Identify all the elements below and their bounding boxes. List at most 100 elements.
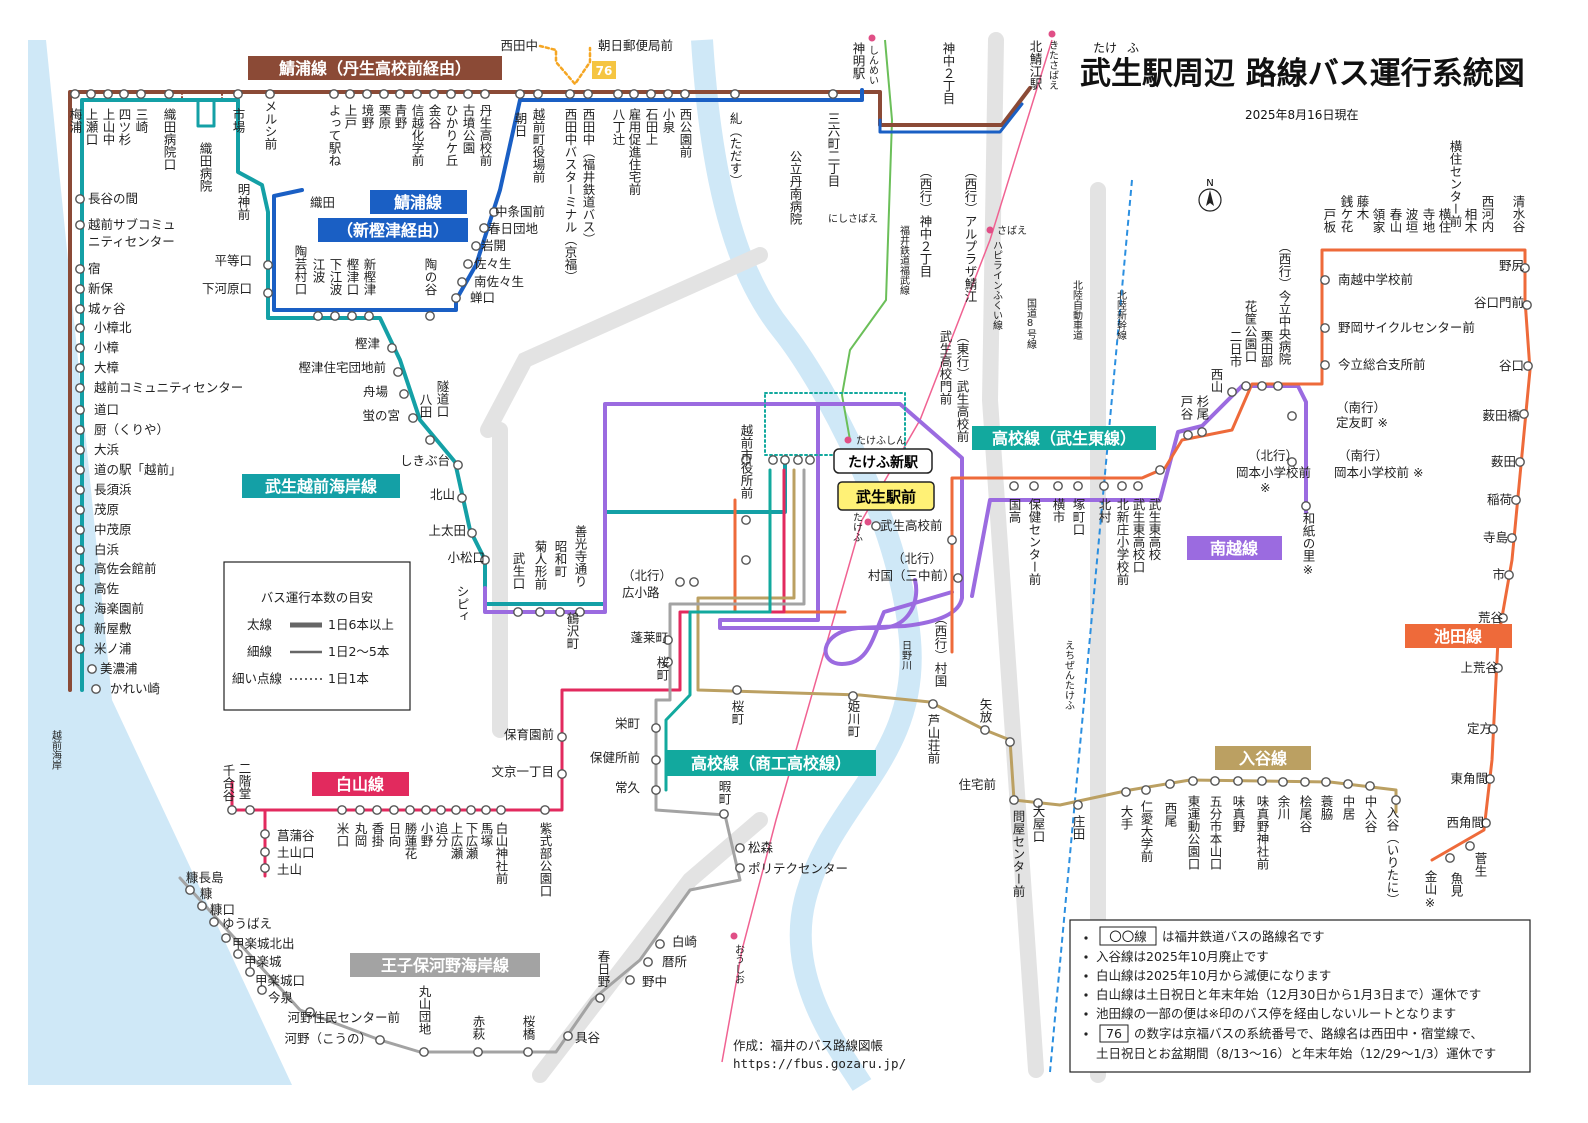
bus-stop-marker[interactable] [1121, 787, 1131, 797]
bus-stop-marker[interactable] [730, 89, 740, 99]
bus-stop-marker[interactable] [345, 89, 355, 99]
bus-stop-marker[interactable] [651, 755, 661, 765]
bus-stop-marker[interactable] [75, 505, 85, 515]
bus-stop-marker[interactable] [871, 521, 881, 531]
route-label-nanetsu[interactable]: 南越線 [1187, 536, 1282, 560]
bus-stop-marker[interactable] [245, 805, 255, 815]
route-label-hakusan[interactable]: 白山線 [312, 772, 409, 796]
bus-stop-marker[interactable] [1029, 481, 1039, 491]
bus-stop-marker[interactable] [928, 699, 938, 709]
route-label-ouji[interactable]: 王子保河野海岸線 [350, 953, 540, 977]
bus-stop-marker[interactable] [793, 455, 803, 465]
bus-stop-marker[interactable] [389, 805, 399, 815]
bus-stop-marker[interactable] [75, 445, 85, 455]
bus-stop-marker[interactable] [471, 241, 481, 251]
bus-stop-marker[interactable] [533, 89, 543, 99]
bus-stop-marker[interactable] [75, 343, 85, 353]
bus-stop-marker[interactable] [75, 383, 85, 393]
bus-stop-marker[interactable] [1287, 457, 1297, 467]
bus-stop-marker[interactable] [828, 89, 838, 99]
bus-stop-marker[interactable] [535, 607, 545, 617]
bus-stop-marker[interactable] [75, 284, 85, 294]
bus-stop-marker[interactable] [164, 89, 174, 99]
bus-stop-marker[interactable] [313, 311, 323, 321]
bus-stop-marker[interactable] [1009, 481, 1019, 491]
bus-stop-marker[interactable] [625, 975, 635, 985]
bus-stop-marker[interactable] [1498, 613, 1508, 623]
takefu-shin-station[interactable]: たけふ新駅 [833, 448, 933, 474]
bus-stop-marker[interactable] [848, 691, 858, 701]
bus-stop-marker[interactable] [1522, 300, 1532, 310]
bus-stop-marker[interactable] [565, 89, 575, 99]
bus-stop-marker[interactable] [655, 939, 665, 949]
bus-stop-marker[interactable] [1519, 409, 1529, 419]
bus-stop-marker[interactable] [451, 293, 461, 303]
bus-stop-marker[interactable] [467, 528, 477, 538]
bus-stop-marker[interactable] [953, 573, 963, 583]
bus-stop-marker[interactable] [75, 624, 85, 634]
bus-stop-marker[interactable] [419, 1047, 429, 1057]
bus-stop-marker[interactable] [1287, 411, 1297, 421]
bus-stop-marker[interactable] [466, 805, 476, 815]
bus-stop-marker[interactable] [1320, 323, 1330, 333]
bus-stop-marker[interactable] [680, 89, 690, 99]
route-label-koko-shoko[interactable]: 高校線（商工高校線） [666, 750, 876, 776]
bus-stop-marker[interactable] [1320, 360, 1330, 370]
bus-stop-marker[interactable] [75, 264, 85, 274]
bus-stop-marker[interactable] [947, 535, 957, 545]
bus-stop-marker[interactable] [263, 288, 273, 298]
bus-stop-marker[interactable] [451, 805, 461, 815]
bus-stop-marker[interactable] [330, 311, 340, 321]
bus-stop-marker[interactable] [489, 207, 499, 217]
bus-stop-marker[interactable] [1485, 774, 1495, 784]
bus-stop-marker[interactable] [75, 425, 85, 435]
bus-stop-marker[interactable] [197, 901, 207, 911]
bus-stop-marker[interactable] [479, 223, 489, 233]
bus-stop-marker[interactable] [1488, 724, 1498, 734]
bus-stop-marker[interactable] [209, 917, 219, 927]
bus-stop-marker[interactable] [337, 805, 347, 815]
bus-stop-marker[interactable] [1197, 427, 1207, 437]
bus-stop-marker[interactable] [233, 949, 243, 959]
bus-stop-marker[interactable] [75, 194, 85, 204]
bus-stop-marker[interactable] [1465, 841, 1475, 851]
bus-stop-marker[interactable] [1301, 501, 1311, 511]
bus-stop-marker[interactable] [399, 389, 409, 399]
bus-stop-marker[interactable] [515, 89, 525, 99]
bus-stop-marker[interactable] [75, 485, 85, 495]
bus-stop-marker[interactable] [1515, 457, 1525, 467]
bus-stop-marker[interactable] [329, 89, 339, 99]
bus-stop-marker[interactable] [87, 664, 97, 674]
bus-stop-marker[interactable] [227, 805, 237, 815]
bus-stop-marker[interactable] [75, 584, 85, 594]
bus-stop-marker[interactable] [980, 725, 990, 735]
bus-stop-marker[interactable] [555, 607, 565, 617]
bus-stop-marker[interactable] [1321, 777, 1331, 787]
bus-stop-marker[interactable] [1033, 798, 1043, 808]
bus-stop-marker[interactable] [557, 732, 567, 742]
bus-stop-marker[interactable] [1343, 779, 1353, 789]
bus-stop-marker[interactable] [735, 843, 745, 853]
bus-stop-marker[interactable] [1257, 381, 1267, 391]
bus-stop-marker[interactable] [260, 847, 270, 857]
bus-stop-marker[interactable] [75, 304, 85, 314]
bus-stop-marker[interactable] [263, 260, 273, 270]
bus-stop-marker[interactable] [557, 769, 567, 779]
bus-stop-marker[interactable] [429, 89, 439, 99]
route-label-koko-higashi[interactable]: 高校線（武生東線） [972, 426, 1156, 450]
bus-stop-marker[interactable] [663, 89, 673, 99]
bus-stop-marker[interactable] [741, 515, 751, 525]
bus-stop-marker[interactable] [1227, 387, 1237, 397]
bus-stop-marker[interactable] [595, 993, 605, 1003]
bus-stop-marker[interactable] [75, 644, 85, 654]
bus-stop-marker[interactable] [663, 635, 673, 645]
bus-stop-marker[interactable] [1141, 785, 1151, 795]
bus-stop-marker[interactable] [732, 685, 742, 695]
bus-stop-marker[interactable] [405, 805, 415, 815]
bus-stop-marker[interactable] [364, 311, 374, 321]
bus-stop-marker[interactable] [347, 311, 357, 321]
bus-stop-marker[interactable] [103, 89, 113, 99]
bus-stop-marker[interactable] [1005, 737, 1015, 747]
bus-stop-marker[interactable] [1365, 781, 1375, 791]
bus-stop-marker[interactable] [719, 809, 729, 819]
